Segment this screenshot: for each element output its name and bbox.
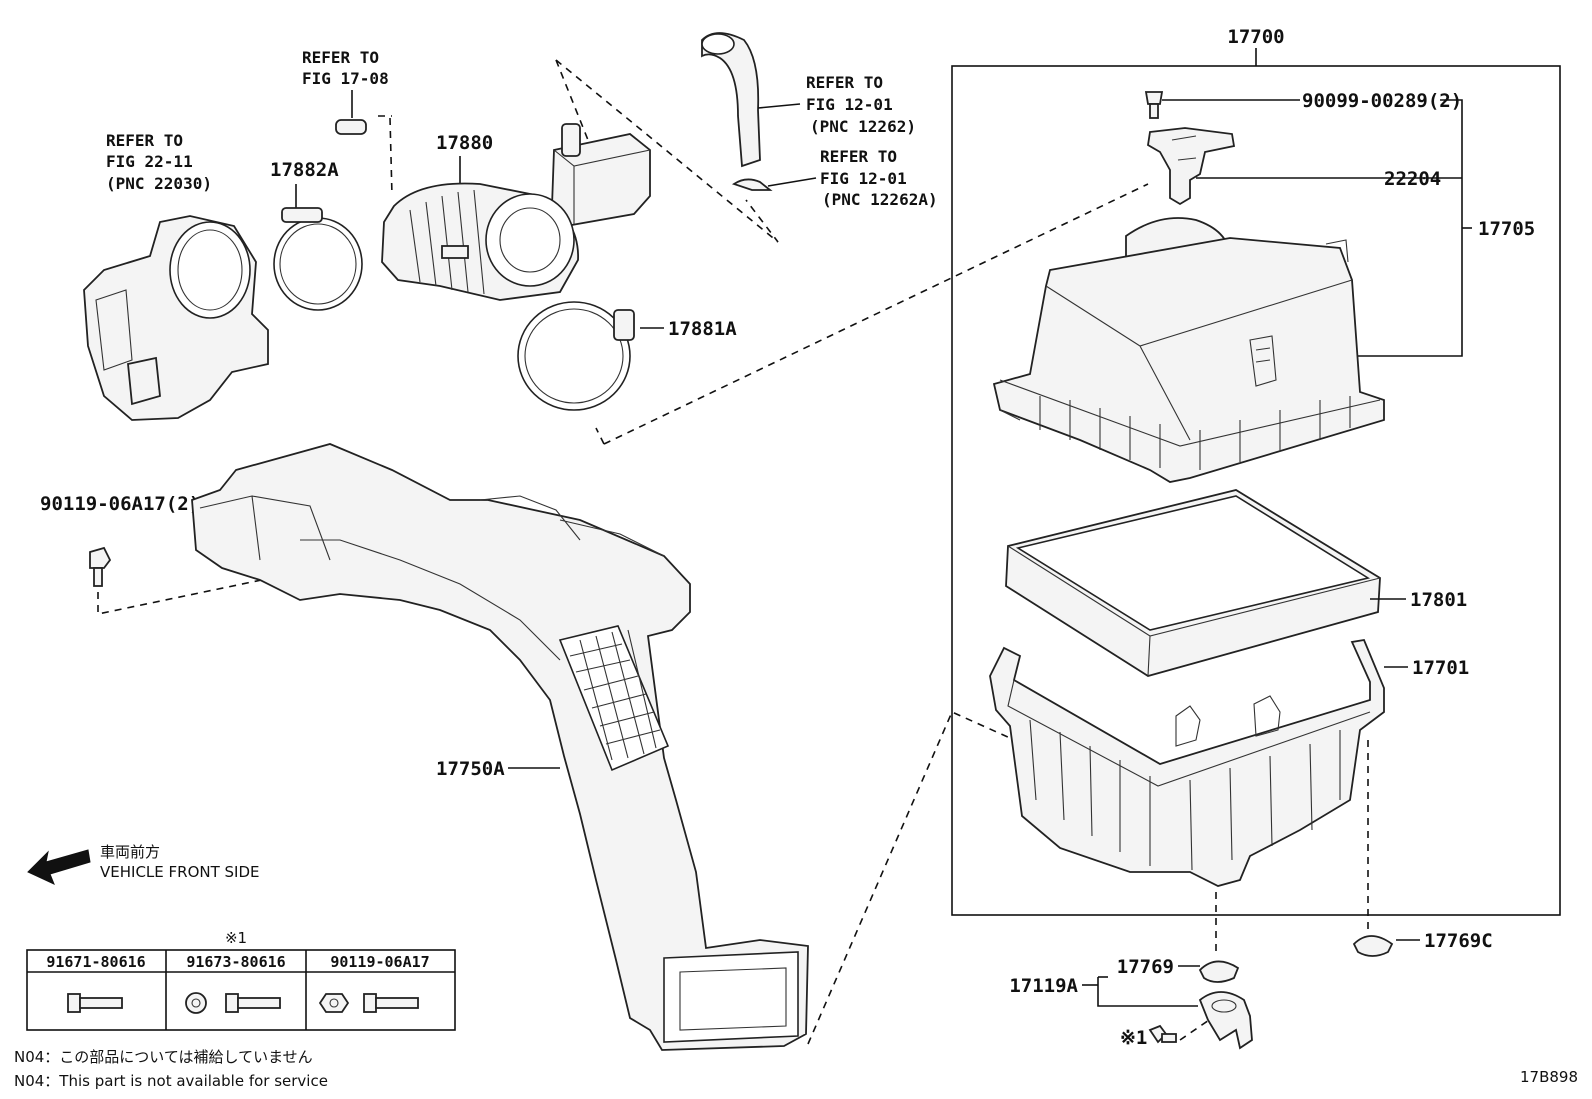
- label-17881A: 17881A: [668, 318, 737, 340]
- throttle-body-icon: [83, 215, 269, 421]
- table-header-90119: 90119-06A17: [330, 953, 429, 971]
- bolt-90099-icon: [1144, 91, 1164, 119]
- ref-2211-line1: REFER TO: [106, 131, 183, 150]
- label-17769C: 17769C: [1424, 930, 1493, 952]
- ref-2211-line3: (PNC 22030): [106, 174, 212, 193]
- label-17769: 17769: [1117, 956, 1174, 978]
- ref-1708-line1: REFER TO: [302, 48, 379, 67]
- label-17119A: 17119A: [1009, 975, 1078, 997]
- note-en: N04：This part is not available for servi…: [14, 1072, 328, 1090]
- label-mark1-bolt: ※1: [1120, 1027, 1147, 1049]
- label-17705: 17705: [1478, 218, 1535, 240]
- label-17882A: 17882A: [270, 159, 339, 181]
- direction-en: VEHICLE FRONT SIDE: [100, 863, 260, 881]
- ref-1201-line1: REFER TO: [806, 73, 883, 92]
- figure-id: 17B898: [1520, 1068, 1578, 1086]
- hose-stub-icon: [335, 119, 367, 135]
- table-header-91673: 91673-80616: [186, 953, 285, 971]
- clip-12262a-icon: [731, 178, 773, 191]
- breather-hose-icon: [701, 32, 761, 168]
- bolt-table: [26, 949, 456, 1031]
- bolt-91671-icon: [67, 993, 123, 1013]
- ref-1201A-line3: (PNC 12262A): [822, 190, 938, 209]
- ref-2211-line2: FIG 22-11: [106, 152, 193, 171]
- ref-1201-line3: (PNC 12262): [810, 117, 916, 136]
- bolt-90119-icon: [89, 546, 112, 587]
- label-22204: 22204: [1384, 168, 1441, 190]
- hose-clamp-17881a-icon: [517, 301, 635, 411]
- hose-clamp-17882a-icon: [273, 207, 363, 311]
- nut-bolt-90119-icon: [318, 993, 419, 1013]
- intake-hose-17880-icon: [381, 182, 579, 301]
- note-jp: N04：この部品については補給していません: [14, 1048, 313, 1066]
- air-cleaner-lower-case-icon: [989, 638, 1385, 887]
- label-17750A: 17750A: [436, 758, 505, 780]
- vehicle-front-arrow-icon: [27, 849, 91, 885]
- grommet-17769-icon: [1198, 960, 1240, 983]
- air-inlet-duct-17750a-icon: [191, 443, 809, 1051]
- bracket-17119a-icon: [1198, 991, 1253, 1050]
- label-17880: 17880: [436, 132, 493, 154]
- air-filter-element-icon: [1005, 489, 1381, 677]
- ref-1708-line2: FIG 17-08: [302, 69, 389, 88]
- label-17801: 17801: [1410, 589, 1467, 611]
- grommet-17769c-icon: [1352, 935, 1394, 957]
- label-17701: 17701: [1412, 657, 1469, 679]
- label-90099-00289: 90099-00289(2): [1302, 90, 1462, 112]
- label-17700: 17700: [1227, 26, 1284, 48]
- ref-1201A-line1: REFER TO: [820, 147, 897, 166]
- direction-jp: 車両前方: [100, 843, 160, 861]
- air-cleaner-upper-case-icon: [992, 217, 1385, 483]
- ref-1201-line2: FIG 12-01: [806, 95, 893, 114]
- label-90119-06A17: 90119-06A17(2): [40, 493, 200, 515]
- table-mark: ※1: [225, 929, 247, 947]
- bolt-mark1-icon: [1148, 1024, 1177, 1044]
- resonator-icon: [551, 123, 651, 227]
- ref-1201A-line2: FIG 12-01: [820, 169, 907, 188]
- airflow-sensor-22204-icon: [1147, 127, 1236, 206]
- table-header-91671: 91671-80616: [46, 953, 145, 971]
- washer-bolt-91673-icon: [185, 992, 281, 1014]
